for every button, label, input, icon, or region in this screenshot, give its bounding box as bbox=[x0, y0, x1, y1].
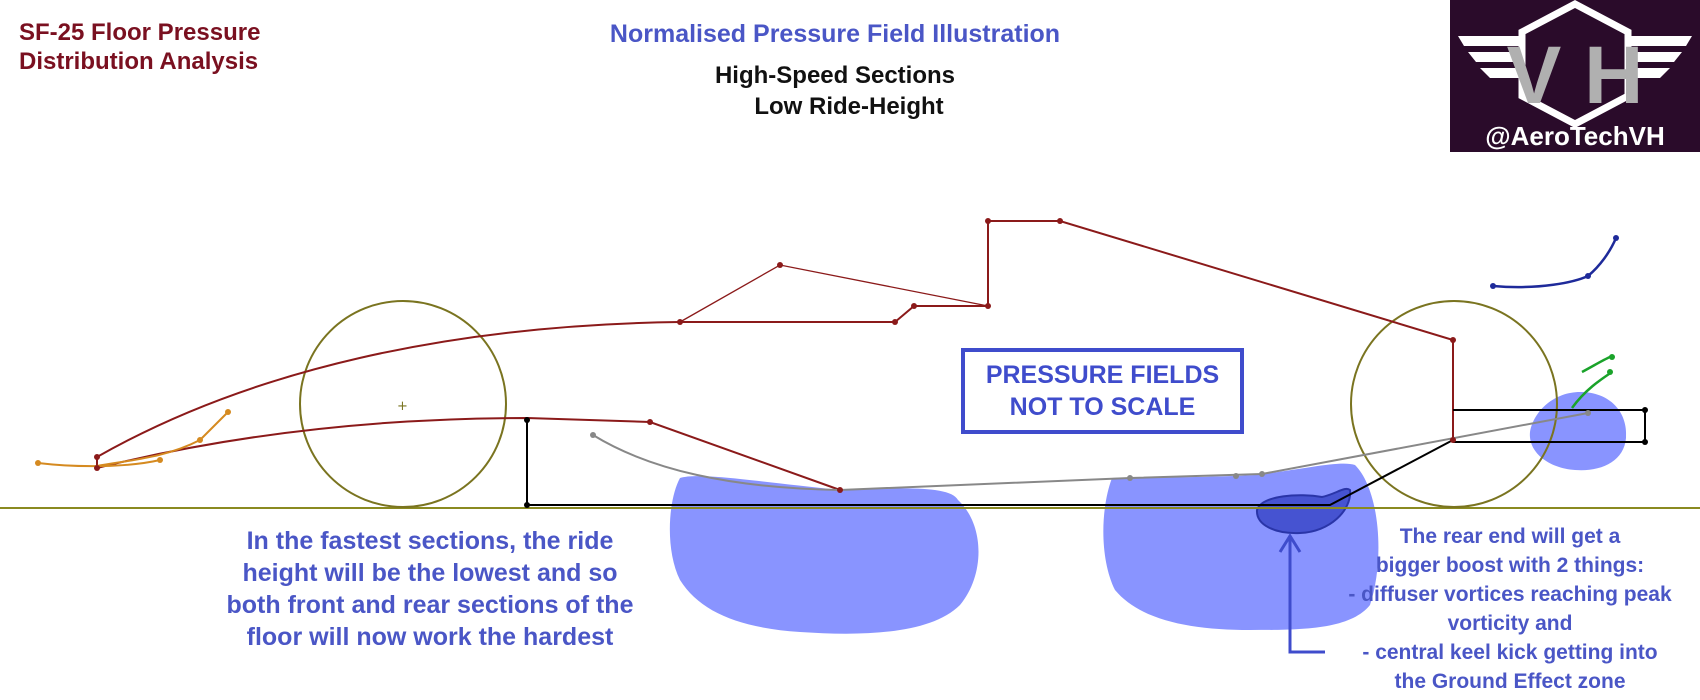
annotation-right-line: The rear end will get a bbox=[1399, 525, 1621, 548]
annotation-left-line: floor will now work the hardest bbox=[246, 623, 614, 651]
front-wheel bbox=[299, 300, 507, 508]
annotation-right-line: bigger boost with 2 things: bbox=[1375, 554, 1645, 577]
annotation-right: The rear end will get a bigger boost wit… bbox=[1320, 522, 1700, 696]
outline-nodes bbox=[94, 218, 1456, 493]
logo-handle: @AeroTechVH bbox=[1485, 121, 1664, 151]
main-title: Normalised Pressure Field Illustration bbox=[609, 20, 1061, 48]
annotation-left-line: both front and rear sections of the bbox=[226, 591, 634, 619]
annotation-right-line: - diffuser vortices reaching peak bbox=[1348, 583, 1672, 606]
floor-nodes bbox=[524, 407, 1648, 508]
annotation-right-line: vorticity and bbox=[1447, 612, 1573, 635]
not-to-scale-notice: PRESSURE FIELDS NOT TO SCALE bbox=[961, 348, 1244, 434]
front-floor-pressure-field bbox=[669, 476, 979, 634]
subtitle-line2: Low Ride-Height bbox=[754, 93, 944, 120]
keel-arrow bbox=[1278, 533, 1325, 654]
rear-wing-mainplane bbox=[1492, 237, 1618, 289]
analysis-title-line1: SF-25 Floor Pressure bbox=[19, 19, 261, 46]
central-keel-vortex bbox=[1255, 487, 1352, 535]
rear-wing-nodes bbox=[1490, 235, 1619, 375]
annotation-right-line: the Ground Effect zone bbox=[1394, 670, 1626, 693]
annotation-left-line: In the fastest sections, the ride bbox=[246, 527, 614, 555]
analysis-title-line2: Distribution Analysis bbox=[19, 48, 259, 75]
floor-structure bbox=[526, 409, 1646, 506]
front-wheel-center-mark: + bbox=[397, 399, 408, 414]
analysis-title: SF-25 Floor Pressure Distribution Analys… bbox=[19, 18, 260, 76]
annotation-left-line: height will be the lowest and so bbox=[242, 559, 618, 587]
logo-monogram: V H bbox=[1507, 30, 1644, 121]
rear-wheel bbox=[1350, 300, 1558, 508]
notice-line1: PRESSURE FIELDS bbox=[985, 361, 1220, 389]
front-wing bbox=[37, 411, 229, 468]
subtitle: High-Speed Sections Low Ride-Height bbox=[560, 60, 1110, 122]
logo-hexagon-icon bbox=[1518, 0, 1632, 128]
rear-wing-pressure-field bbox=[1529, 392, 1627, 471]
annotation-right-line: - central keel kick getting into bbox=[1362, 641, 1658, 664]
annotation-left: In the fastest sections, the ride height… bbox=[190, 525, 670, 653]
aerotechvh-logo: V H @AeroTechVH bbox=[1450, 0, 1700, 152]
car-outline bbox=[96, 220, 1454, 491]
wing-nodes bbox=[35, 409, 231, 466]
notice-line2: NOT TO SCALE bbox=[1009, 393, 1196, 421]
grey-nodes bbox=[590, 410, 1591, 481]
subtitle-line1: High-Speed Sections bbox=[714, 62, 956, 89]
